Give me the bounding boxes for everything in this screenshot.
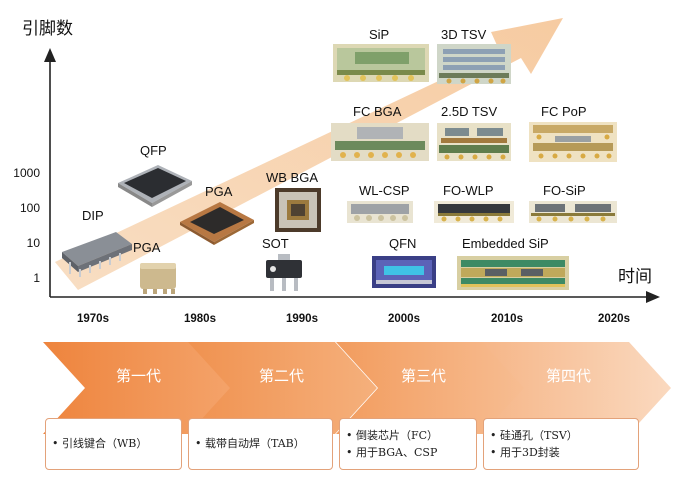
label-pga-1970: PGA	[133, 240, 161, 255]
label-wb-bga: WB BGA	[266, 170, 319, 185]
pga-1970-package-image	[140, 263, 176, 294]
y-axis-title: 引脚数	[22, 19, 73, 38]
generation-1-label: 第一代	[116, 367, 162, 385]
sip-package-image	[333, 44, 429, 82]
description-gen-3-line-2: • 用于BGA、CSP	[346, 446, 438, 459]
qfp-package-image	[118, 165, 192, 207]
y-tick-100: 100	[19, 201, 40, 215]
generation-chevrons	[43, 342, 671, 434]
description-gen-3-line-1: • 倒装芯片（FC）	[346, 429, 439, 442]
dip-package-image	[62, 232, 132, 277]
label-fc-pop: FC PoP	[541, 104, 587, 119]
2-5d-tsv-package-image	[437, 123, 511, 161]
sot-package-image	[266, 254, 302, 291]
label-fc-bga: FC BGA	[353, 104, 402, 119]
description-box-gen-3: • 倒装芯片（FC） • 用于BGA、CSP	[339, 418, 477, 470]
generation-4-label: 第四代	[546, 367, 592, 385]
label-3d-tsv: 3D TSV	[441, 27, 487, 42]
y-tick-10: 10	[26, 236, 40, 250]
wl-csp-package-image	[347, 201, 413, 223]
y-tick-1000: 1000	[13, 166, 40, 180]
description-box-gen-4: • 硅通孔（TSV） • 用于3D封装	[483, 418, 639, 470]
description-gen-2-line-1: • 载带自动焊（TAB）	[195, 437, 305, 450]
label-pga-1980: PGA	[205, 184, 233, 199]
fc-bga-package-image	[331, 123, 429, 161]
3d-tsv-package-image	[437, 44, 511, 84]
description-gen-4-line-2: • 用于3D封装	[490, 446, 560, 459]
description-gen-1-line-1: • 引线键合（WB）	[52, 437, 148, 450]
qfn-package-image	[372, 256, 436, 288]
label-qfn: QFN	[389, 236, 417, 251]
x-tick-2000s: 2000s	[388, 313, 420, 325]
label-qfp: QFP	[140, 143, 167, 158]
fc-pop-package-image	[529, 122, 617, 162]
label-2-5d-tsv: 2.5D TSV	[441, 104, 498, 119]
label-embedded-sip: Embedded SiP	[462, 236, 549, 251]
x-axis-title: 时间	[618, 267, 652, 286]
chevron-gen-2	[188, 342, 377, 434]
chevron-gen-4	[482, 342, 671, 434]
chevron-gen-3	[336, 342, 525, 434]
label-dip: DIP	[82, 208, 104, 223]
generation-2-label: 第二代	[259, 367, 305, 385]
embedded-sip-package-image	[457, 256, 569, 290]
x-tick-1980s: 1980s	[184, 313, 216, 325]
wb-bga-package-image	[275, 188, 321, 232]
x-tick-1990s: 1990s	[286, 313, 318, 325]
pga-1980-package-image	[180, 202, 254, 245]
description-box-gen-2: • 载带自动焊（TAB）	[188, 418, 333, 470]
x-tick-2020s: 2020s	[598, 313, 630, 325]
description-box-gen-1: • 引线键合（WB）	[45, 418, 182, 470]
generation-3-label: 第三代	[401, 367, 447, 385]
label-fo-sip: FO-SiP	[543, 183, 586, 198]
label-sip: SiP	[369, 27, 390, 42]
label-fo-wlp: FO-WLP	[443, 183, 494, 198]
y-tick-1: 1	[33, 271, 40, 285]
label-wl-csp: WL-CSP	[359, 183, 410, 198]
description-gen-4-line-1: • 硅通孔（TSV）	[490, 429, 578, 442]
fo-wlp-package-image	[434, 201, 514, 223]
label-sot: SOT	[262, 236, 289, 251]
x-tick-2010s: 2010s	[491, 313, 523, 325]
chevron-gen-1	[43, 342, 232, 434]
fo-sip-package-image	[529, 201, 617, 223]
x-tick-1970s: 1970s	[77, 313, 109, 325]
